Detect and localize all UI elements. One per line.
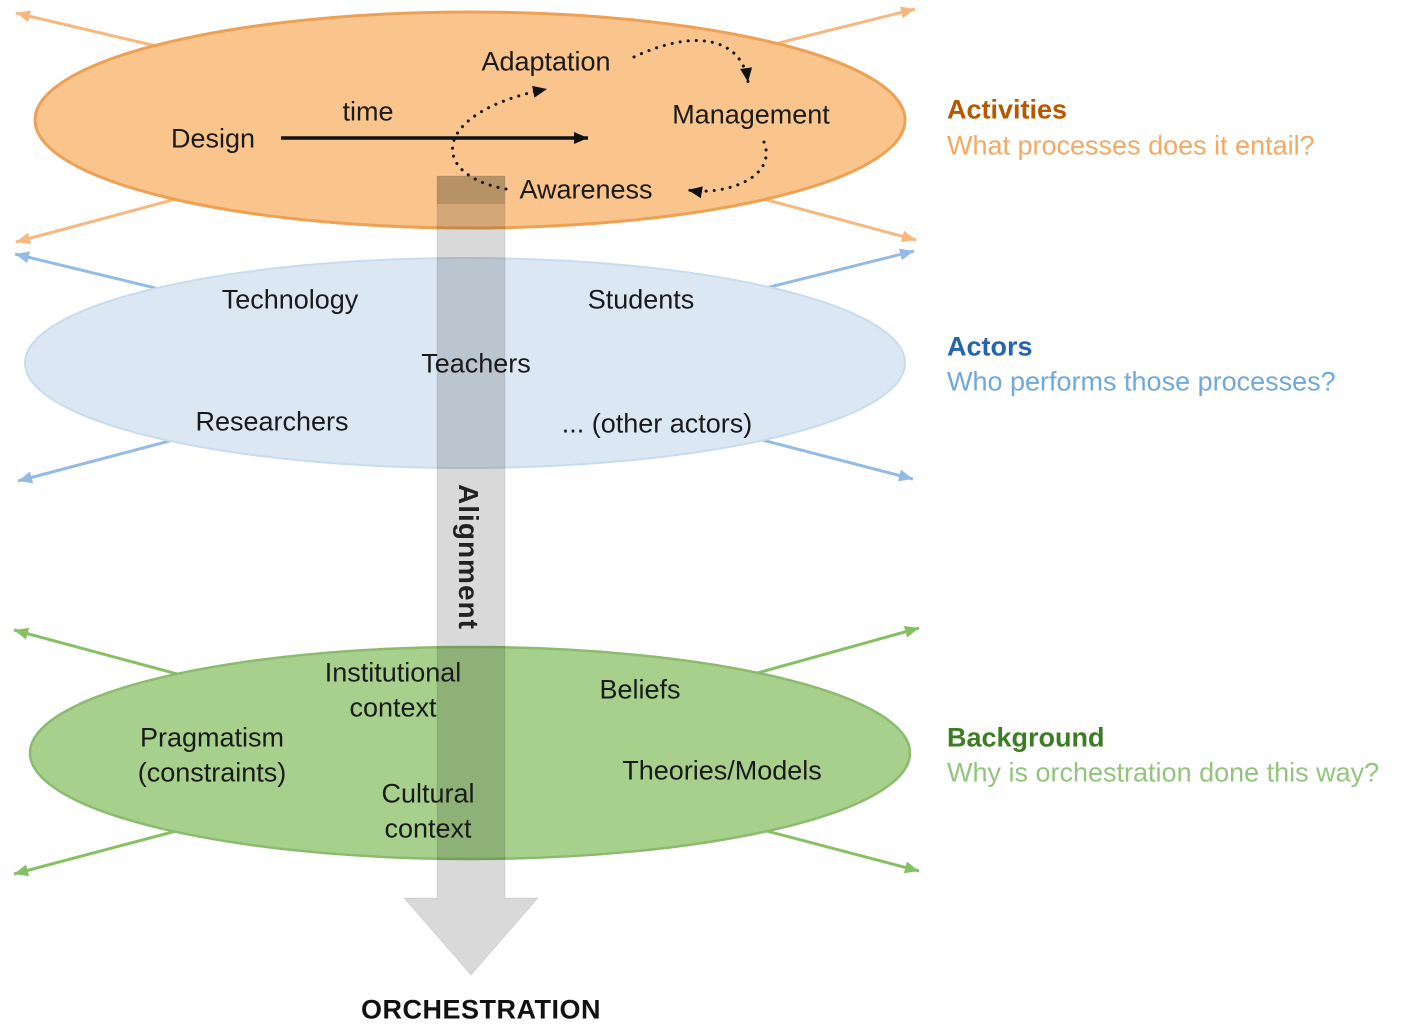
background-side-title: Background	[947, 722, 1105, 753]
teachers-label: Teachers	[421, 348, 531, 379]
technology-label: Technology	[221, 284, 359, 315]
design-label: Design	[170, 123, 256, 154]
adaptation-label: Adaptation	[481, 46, 611, 77]
theories-models-label: Theories/Models	[622, 755, 822, 786]
actors-ellipse	[24, 257, 906, 469]
beliefs-label: Beliefs	[599, 674, 681, 705]
activities-side-title: Activities	[947, 94, 1068, 125]
students-label: Students	[587, 284, 695, 315]
institutional-context-label: Institutional context	[324, 657, 462, 722]
management-label: Management	[672, 99, 830, 130]
activities-side-question: What processes does it entail?	[947, 130, 1315, 161]
activities-ellipse	[33, 10, 907, 230]
activity-cycle-arcs	[451, 39, 768, 199]
other-actors-label: ... (other actors)	[561, 408, 753, 439]
awareness-label: Awareness	[519, 174, 653, 205]
cultural-context-label: Cultural context	[381, 778, 475, 843]
actors-side-title: Actors	[947, 331, 1033, 362]
researchers-label: Researchers	[195, 406, 349, 437]
orchestration-label: ORCHESTRATION	[361, 994, 601, 1025]
pragmatism-label: Pragmatism (constraints)	[137, 722, 287, 787]
alignment-arrow-top-shade	[437, 176, 505, 204]
arc-management-to-awareness	[686, 140, 768, 199]
time-label: time	[342, 96, 394, 127]
background-ellipse	[28, 645, 912, 861]
background-side-question: Why is orchestration done this way?	[947, 757, 1380, 788]
actors-side-question: Who performs those processes?	[947, 366, 1336, 397]
alignment-arrow	[402, 175, 540, 976]
arc-adaptation-to-management	[632, 39, 753, 84]
alignment-label: Alignment	[453, 484, 484, 630]
